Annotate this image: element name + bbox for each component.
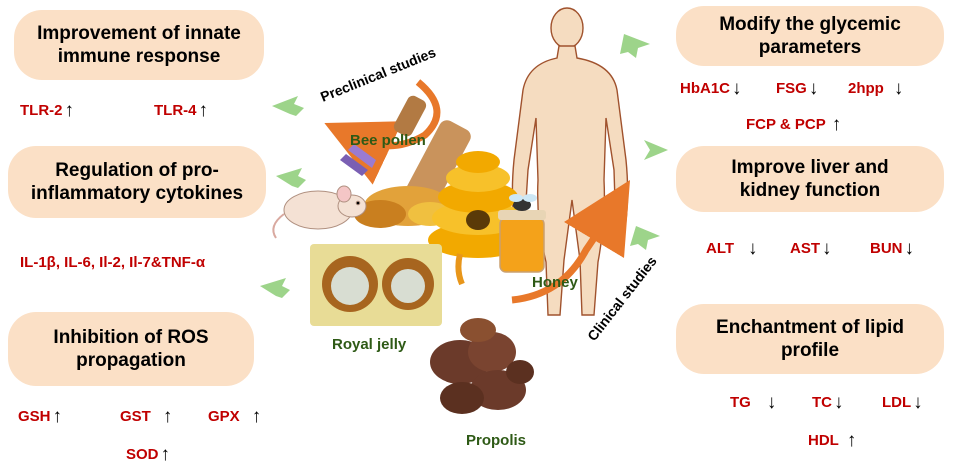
marker-ast: AST↓ [790, 238, 832, 259]
cytokine-title-1: Regulation of pro- [55, 160, 219, 181]
marker-alt: ALT↓ [706, 238, 758, 259]
liver-title-2: kidney function [739, 180, 881, 201]
cytokine-title-2: inflammatory cytokines [30, 183, 244, 204]
liver-title-1: Improve liver and [731, 157, 889, 178]
mouse-illustration [272, 185, 367, 239]
cytokine-regulation-box: Regulation of pro-inflammatory cytokines [8, 146, 266, 218]
honey-label: Honey [532, 274, 578, 291]
glycemic-title-1: Modify the glycemic [719, 14, 901, 35]
marker-fcp-pcp: FCP & PCP↑ [746, 114, 842, 135]
marker-tg: TG↓ [730, 392, 777, 413]
marker-2hpp: 2hpp↓ [848, 78, 904, 99]
propolis-label: Propolis [466, 432, 527, 449]
marker-gst: GST↑ [120, 406, 173, 427]
innate-immune-title-2: immune response [57, 46, 221, 67]
royal-jelly-illustration [310, 244, 442, 326]
chevron-right-1 [620, 34, 650, 58]
marker-bun: BUN↓ [870, 238, 914, 259]
green-chevrons [260, 34, 668, 298]
marker-sod: SOD↑ [126, 444, 171, 465]
marker-gpx: GPX↑ [208, 406, 262, 427]
innate-immune-title-1: Improvement of innate [37, 23, 241, 44]
glycemic-title-2: parameters [758, 37, 862, 58]
marker-ldl: LDL↓ [882, 392, 923, 413]
chevron-right-2 [644, 140, 668, 160]
marker-hba1c: HbA1C↓ [680, 78, 742, 99]
clinical-arc-arrow [511, 179, 631, 304]
marker-fsg: FSG↓ [776, 78, 819, 99]
royal-jelly-label: Royal jelly [332, 336, 407, 353]
chevron-left-3 [260, 278, 290, 298]
propolis-illustration [430, 318, 534, 414]
marker-tc: TC↓ [812, 392, 844, 413]
marker-tlr2: TLR-2↑ [20, 100, 74, 121]
marker-tlr4: TLR-4↑ [154, 100, 208, 121]
lipid-title-1: Enchantment of lipid [716, 317, 904, 338]
ros-title-1: Inhibition of ROS [53, 327, 209, 348]
chevron-left-2 [276, 168, 306, 188]
chevron-right-3 [630, 226, 660, 250]
lipid-title-2: profile [780, 340, 840, 361]
chevron-left-1 [272, 96, 304, 116]
marker-hdl: HDL↑ [808, 430, 857, 451]
cytokine-list: IL-1β, IL-6, Il-2, Il-7&TNF-α [20, 254, 206, 271]
marker-gsh: GSH↑ [18, 406, 63, 427]
honey-illustration [428, 151, 546, 286]
bee-pollen-label: Bee pollen [350, 132, 426, 149]
bee-pollen-illustration [340, 95, 471, 228]
preclinical-arc-arrow [324, 79, 441, 185]
ros-title-2: propagation [76, 350, 186, 371]
